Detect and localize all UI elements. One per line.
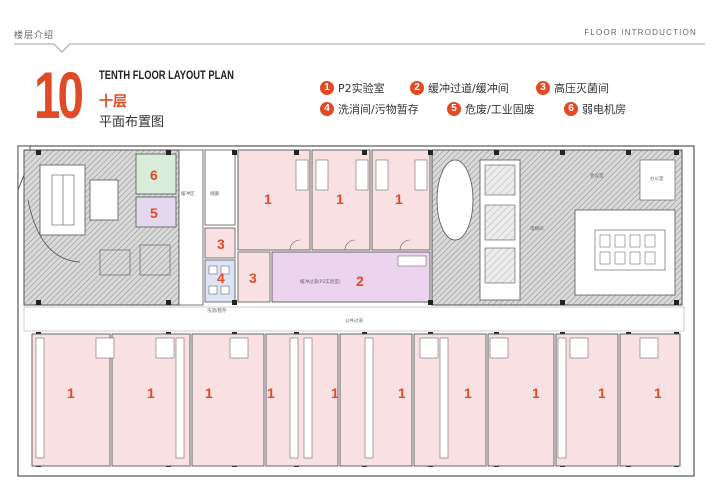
lab-bottom-fixtures	[35, 337, 659, 459]
office-label: 办公室	[650, 175, 664, 182]
zone-label-3: 3	[249, 270, 257, 286]
autoclave-room-center	[237, 251, 271, 303]
shaft-label: 电梯间	[530, 225, 544, 232]
legend-label: 高压灭菌间	[554, 82, 609, 95]
wash-room	[204, 259, 236, 303]
title-cn: 十层	[99, 94, 127, 110]
zone-labels: 1 1 1 2 3 3 4 5 6 1 1 1 1 1 1 1 1 1 1	[67, 167, 662, 401]
meeting-label: 会议室	[590, 172, 604, 179]
waste-room	[135, 196, 177, 228]
buffer-equipment	[397, 255, 427, 267]
section-title-cn: 楼层介绍	[14, 31, 55, 41]
zone-label-1: 1	[267, 385, 275, 401]
autoclave-room-left	[204, 227, 236, 259]
legend-badge: 2	[410, 81, 424, 95]
legend-item-1: 1 P2实验室	[320, 80, 385, 96]
buffer-label: 缓冲过道(P2实验室)	[300, 278, 341, 285]
corridor-label: 公共过道	[345, 317, 363, 324]
wash-label: 洗消/暂存	[207, 307, 227, 314]
public-corridor	[23, 306, 685, 332]
legend-badge: 3	[536, 81, 550, 95]
legend-badge: 6	[564, 102, 578, 116]
zone-label-1: 1	[398, 385, 406, 401]
room-labels: 公共过道 缓冲过道(P2实验室) 洗消/暂存 储藏 缓冲区 电梯间 办公室 会议…	[181, 172, 664, 324]
lab-top-fixtures	[289, 159, 428, 251]
core-right	[431, 149, 683, 306]
zone-label-1: 1	[654, 385, 662, 401]
zone-label-1: 1	[464, 385, 472, 401]
zone-label-1: 1	[67, 385, 75, 401]
zone-label-1: 1	[331, 385, 339, 401]
legend-item-6: 6 弱电机房	[564, 101, 626, 117]
header-divider	[14, 43, 705, 53]
zone-label-1: 1	[532, 385, 540, 401]
legend-label: 洗消间/污物暂存	[338, 103, 419, 116]
legend-badge: 5	[447, 102, 461, 116]
zone-label-2: 2	[356, 273, 364, 289]
zone-label-1: 1	[264, 191, 272, 207]
legend-badge: 1	[320, 81, 334, 95]
waiting-label: 缓冲区	[181, 190, 195, 197]
zone-label-1: 1	[598, 385, 606, 401]
legend-label: 弱电机房	[582, 103, 626, 116]
legend-item-4: 4 洗消间/污物暂存	[320, 101, 419, 117]
legend-item-5: 5 危废/工业固废	[447, 101, 535, 117]
storage-room	[204, 149, 236, 226]
legend-item-2: 2 缓冲过道/缓冲间	[410, 80, 509, 96]
zone-label-6: 6	[150, 167, 158, 183]
section-title-en: FLOOR INTRODUCTION	[584, 28, 697, 37]
wash-equipment	[208, 265, 230, 295]
legend-item-3: 3 高压灭菌间	[536, 80, 609, 96]
zone-label-1: 1	[147, 385, 155, 401]
waiting-area	[178, 149, 204, 306]
legend-label: 缓冲过道/缓冲间	[428, 82, 509, 95]
floor-number: 10	[34, 58, 84, 132]
telecom-room	[135, 153, 177, 195]
title-en: TENTH FLOOR LAYOUT PLAN	[99, 68, 234, 82]
legend-label: 危废/工业固废	[465, 103, 535, 116]
zone-label-3: 3	[217, 236, 225, 252]
legend-label: P2实验室	[338, 82, 385, 95]
zone-label-1: 1	[395, 191, 403, 207]
zone-label-1: 1	[336, 191, 344, 207]
core-left	[23, 149, 180, 306]
storage-label: 储藏	[210, 190, 219, 197]
zone-label-5: 5	[150, 205, 158, 221]
subtitle-cn: 平面布置图	[99, 115, 165, 130]
zone-label-4: 4	[217, 270, 225, 286]
legend-badge: 4	[320, 102, 334, 116]
zone-label-1: 1	[205, 385, 213, 401]
